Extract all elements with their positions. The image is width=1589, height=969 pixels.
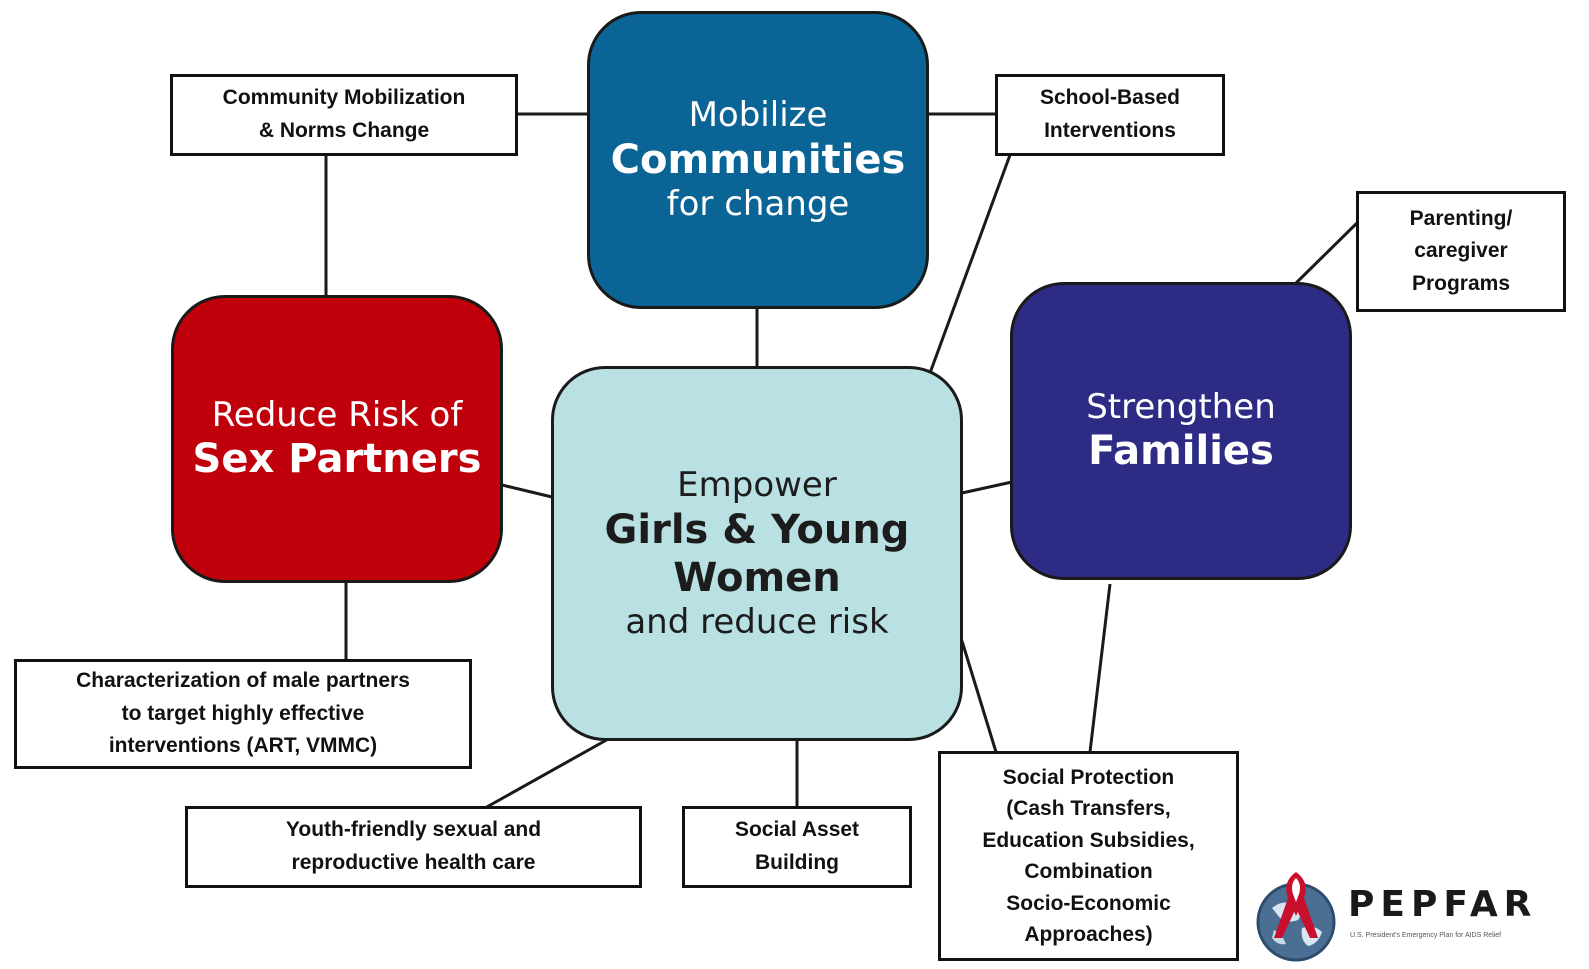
box-text-line: Characterization of male partners xyxy=(76,669,410,693)
pepfar-wordmark: PEPFAR xyxy=(1348,884,1538,925)
male-partners-box: Characterization of male partners to tar… xyxy=(14,659,472,769)
box-text-line: (Cash Transfers, xyxy=(1006,797,1171,820)
connector-line xyxy=(1088,583,1112,753)
community-mobilization-box: Community Mobilization & Norms Change xyxy=(170,74,518,156)
box-text-line: caregiver xyxy=(1414,239,1508,263)
box-text-line: Approaches) xyxy=(1024,923,1153,946)
box-text-line: Programs xyxy=(1411,271,1511,295)
social-asset-box: Social Asset Building xyxy=(682,806,912,888)
school-based-box: School-Based Interventions xyxy=(995,74,1225,156)
reduce-risk-sub-label: and reduce risk xyxy=(625,601,889,642)
girls-young-label: Girls & Young xyxy=(604,506,910,553)
box-text-line: Parenting/ xyxy=(1409,206,1513,230)
women-label: Women xyxy=(673,554,841,601)
reduce-risk-partners-box: Reduce Risk of Sex Partners xyxy=(171,295,503,583)
box-text-line: reproductive health care xyxy=(291,851,536,874)
box-text-line: Community Mobilization xyxy=(222,86,466,110)
empower-girls-box: Empower Girls & Young Women and reduce r… xyxy=(551,366,963,741)
for-change-label: for change xyxy=(666,184,850,224)
mobilize-communities-box: Mobilize Communities for change xyxy=(587,11,929,309)
reduce-risk-label: Reduce Risk of xyxy=(211,394,463,435)
connector-line xyxy=(1290,220,1360,289)
communities-label: Communities xyxy=(610,137,906,183)
box-text-line: to target highly effective xyxy=(121,701,365,725)
connector-line xyxy=(960,640,998,753)
pepfar-tagline: U.S. President's Emergency Plan for AIDS… xyxy=(1350,932,1502,939)
box-text-line: Social Asset xyxy=(734,818,860,842)
box-text-line: interventions (ART, VMMC) xyxy=(108,734,378,758)
strengthen-label: Strengthen xyxy=(1086,386,1276,427)
pepfar-logo: PEPFAR U.S. President's Emergency Plan f… xyxy=(1252,868,1572,964)
connector-line xyxy=(484,736,611,810)
box-text-line: Interventions xyxy=(1044,119,1176,142)
youth-friendly-box: Youth-friendly sexual and reproductive h… xyxy=(185,806,642,888)
sex-partners-label: Sex Partners xyxy=(192,436,482,483)
connector-line xyxy=(501,483,553,499)
box-text-line: Combination xyxy=(1024,860,1153,883)
box-text-line: Education Subsidies, xyxy=(982,828,1195,852)
box-text-line: Building xyxy=(755,851,839,874)
families-label: Families xyxy=(1088,428,1274,475)
globe-ribbon-icon xyxy=(1256,872,1336,962)
box-text-line: & Norms Change xyxy=(258,119,430,142)
mobilize-label: Mobilize xyxy=(688,95,828,136)
box-text-line: School-Based xyxy=(1039,86,1181,110)
empower-label: Empower xyxy=(677,464,837,505)
connector-line xyxy=(928,154,1012,374)
social-protection-box: Social Protection (Cash Transfers, Educa… xyxy=(938,751,1239,961)
strengthen-families-box: Strengthen Families xyxy=(1010,282,1352,580)
parenting-programs-box: Parenting/ caregiver Programs xyxy=(1356,191,1566,312)
box-text-line: Social Protection xyxy=(1002,765,1175,789)
box-text-line: Socio-Economic xyxy=(1006,891,1171,915)
connector-line xyxy=(961,480,1013,495)
box-text-line: Youth-friendly sexual and xyxy=(285,818,542,842)
